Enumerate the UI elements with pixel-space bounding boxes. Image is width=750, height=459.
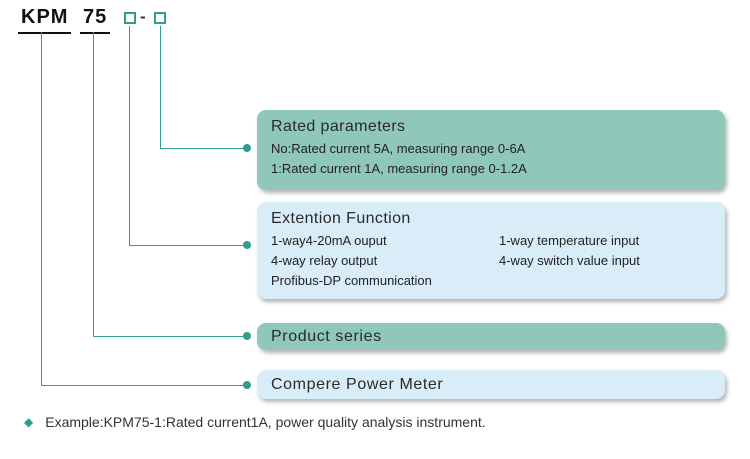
extension-item-4-20ma: 1-way4-20mA ouput — [271, 233, 387, 248]
model-prefix: KPM — [18, 6, 72, 34]
connector-horizontal-series — [93, 336, 245, 337]
connector-dot-series — [243, 332, 251, 340]
connector-dot-product — [243, 381, 251, 389]
connector-vertical-kpm — [41, 32, 42, 385]
diamond-bullet-icon: ◆ — [24, 415, 34, 429]
power-meter-box: Compere Power Meter — [257, 370, 725, 399]
rated-option-1a: 1:Rated current 1A, measuring range 0-1.… — [271, 161, 527, 176]
extension-item-relay: 4-way relay output — [271, 253, 378, 268]
power-meter-title: Compere Power Meter — [271, 376, 444, 393]
extension-item-switch: 4-way switch value input — [499, 253, 640, 268]
connector-horizontal-product — [41, 385, 245, 386]
example-row: ◆ Example:KPM75-1:Rated current1A, power … — [24, 414, 486, 430]
connector-dot-rated — [243, 144, 251, 152]
connector-dot-extension — [243, 241, 251, 249]
connector-vertical-series — [93, 32, 94, 336]
extension-function-title: Extention Function — [271, 210, 411, 227]
example-text: Example:KPM75-1:Rated current1A, power q… — [45, 414, 486, 430]
model-series: 75 — [80, 6, 111, 34]
extension-item-temperature: 1-way temperature input — [499, 233, 640, 248]
connector-vertical-extension — [129, 26, 130, 245]
product-series-box: Product series — [257, 323, 725, 350]
rated-option-5a: No:Rated current 5A, measuring range 0-6… — [271, 141, 526, 156]
model-dash: - — [140, 7, 146, 26]
connector-horizontal-extension — [129, 245, 245, 246]
connector-vertical-rated — [160, 26, 161, 148]
rated-parameters-box: Rated parameters No:Rated current 5A, me… — [257, 110, 725, 190]
extension-function-box: Extention Function 1-way4-20mA ouput 4-w… — [257, 202, 725, 299]
extension-item-profibus: Profibus-DP communication — [271, 273, 432, 288]
placeholder-box-extension-icon — [124, 12, 136, 24]
product-series-title: Product series — [271, 328, 382, 345]
connector-horizontal-rated — [160, 148, 245, 149]
rated-parameters-title: Rated parameters — [271, 118, 406, 135]
placeholder-box-rated-icon — [154, 12, 166, 24]
